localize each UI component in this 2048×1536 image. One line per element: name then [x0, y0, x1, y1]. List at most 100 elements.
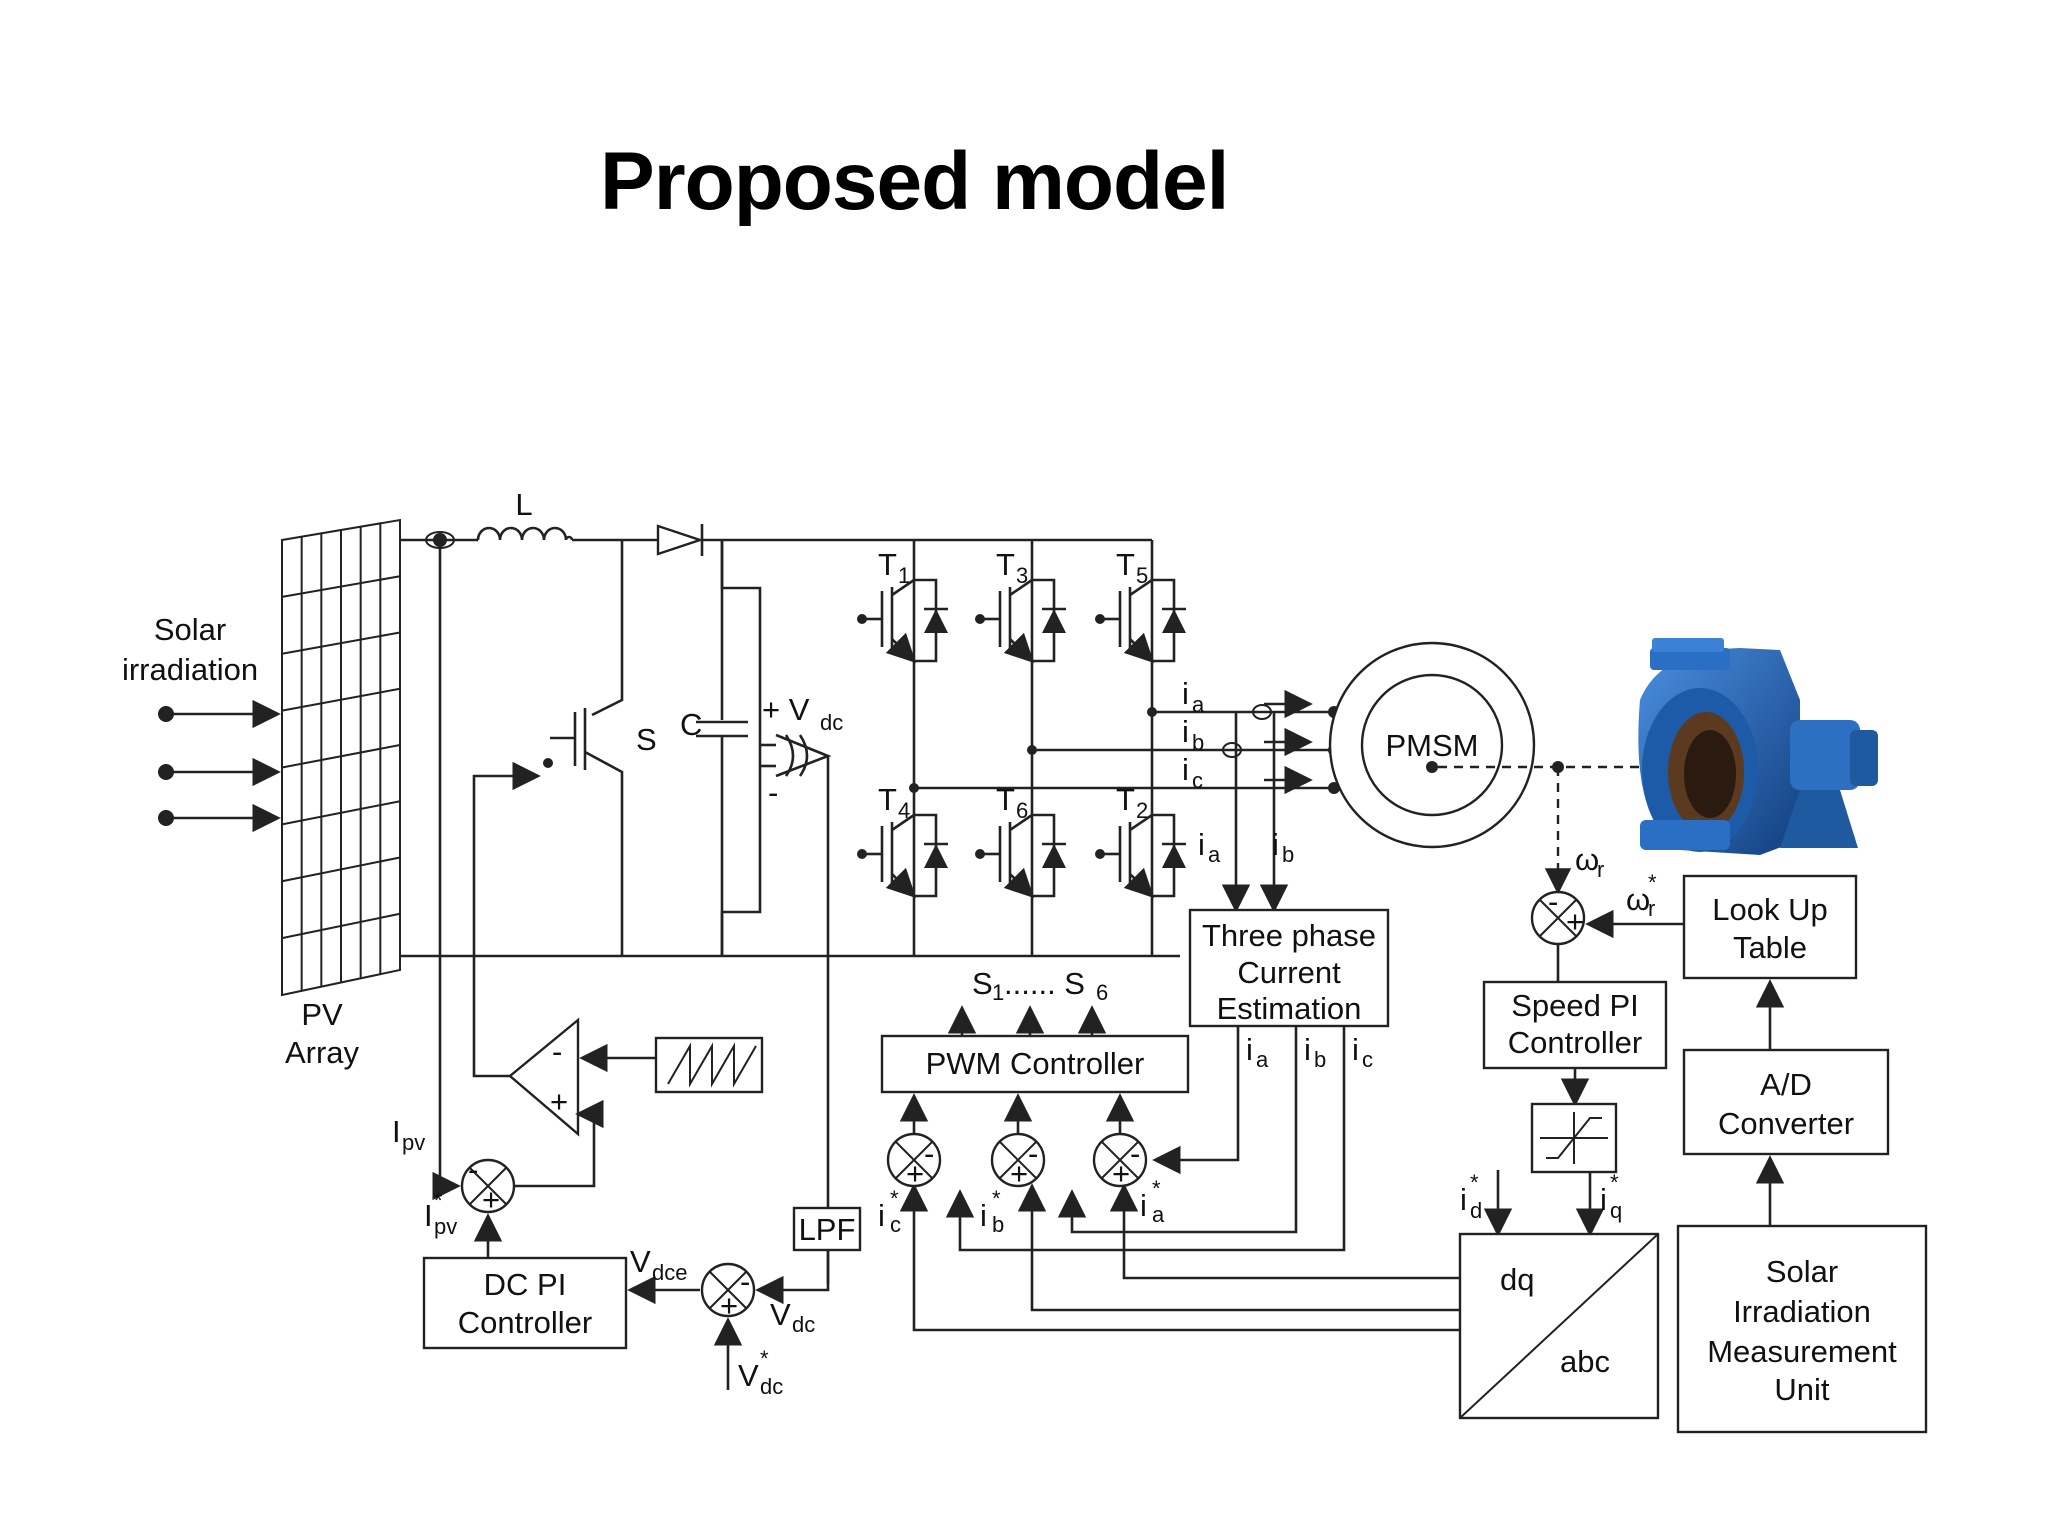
svg-text:c: c	[1192, 768, 1203, 793]
svg-text:*: *	[1152, 1176, 1161, 1201]
ib-ref-label: i	[980, 1198, 987, 1233]
vdc-sensor	[760, 733, 832, 1284]
look-up-table-block	[1682, 874, 1858, 980]
vdce-label: V	[630, 1244, 651, 1279]
svg-text:Three phase: Three phase	[1202, 918, 1376, 953]
shaft-and-speed	[1438, 761, 1660, 895]
svg-text:i: i	[1246, 1032, 1253, 1067]
igbt-switch	[1095, 813, 1186, 899]
dq-abc-transform-block	[1458, 1232, 1660, 1420]
slide-title: Proposed model	[600, 136, 1229, 227]
svg-text:a: a	[1152, 1202, 1165, 1227]
svg-text:A/D: A/D	[1760, 1067, 1812, 1102]
estimated-current-outputs	[945, 1026, 1346, 1252]
gate-drive-wire	[472, 761, 541, 1078]
boost-diode	[656, 524, 722, 556]
omega-ref-label: ω	[1626, 882, 1650, 917]
svg-text:-: -	[552, 1034, 562, 1069]
svg-text:-: -	[1548, 884, 1558, 919]
svg-text:c: c	[890, 1212, 901, 1237]
ipv-feedback-wire	[432, 540, 461, 1201]
vdc-ref-label: V	[738, 1358, 759, 1393]
svg-text:Solar: Solar	[1766, 1254, 1838, 1289]
speed-pi-controller-block	[1482, 980, 1668, 1070]
svg-text:dq: dq	[1500, 1262, 1534, 1297]
vdc-minus-label: -	[768, 775, 778, 810]
svg-text:+: +	[482, 1182, 500, 1217]
ipv-ref-label: I	[424, 1198, 433, 1233]
pmsm-motor	[1328, 641, 1536, 849]
iq-ref-label: i	[1600, 1182, 1607, 1217]
lpf-block	[792, 1206, 862, 1252]
three-phase-current-estimation-block	[1188, 908, 1390, 1028]
igbt-switch	[857, 578, 948, 664]
svg-text:pv: pv	[434, 1214, 457, 1239]
ic-ref-label: i	[878, 1198, 885, 1233]
svg-text:4: 4	[898, 798, 910, 823]
pv-array-label-1: PV	[301, 997, 343, 1032]
omega-label: ω	[1575, 842, 1599, 877]
svg-text:-: -	[468, 1152, 478, 1187]
svg-text:+: +	[1010, 1156, 1028, 1191]
ia-ref-label: i	[1140, 1188, 1147, 1223]
svg-text:i: i	[1304, 1032, 1311, 1067]
svg-text:pv: pv	[402, 1130, 425, 1155]
solar-measurement-unit-block	[1676, 1224, 1928, 1434]
irradiation-arrows	[158, 699, 281, 833]
svg-text:Converter: Converter	[1718, 1106, 1854, 1141]
svg-text:...... S: ...... S	[1004, 966, 1085, 1001]
svg-text:r: r	[1648, 896, 1655, 921]
svg-text:2: 2	[1136, 798, 1148, 823]
svg-text:Measurement: Measurement	[1707, 1334, 1897, 1369]
comparator	[508, 1017, 580, 1137]
id-ref-label: i	[1460, 1182, 1467, 1217]
pv-current-sum-junction	[460, 1158, 516, 1214]
svg-text:a: a	[1192, 692, 1205, 717]
svg-text:*: *	[434, 1188, 443, 1213]
svg-text:abc: abc	[1560, 1344, 1610, 1379]
current-error-wire	[514, 1099, 604, 1188]
svg-text:*: *	[1648, 870, 1657, 895]
pwm-inputs	[899, 1093, 1135, 1134]
svg-text:*: *	[1610, 1170, 1619, 1195]
svg-text:a: a	[1256, 1047, 1269, 1072]
igbt-label: T	[878, 782, 897, 817]
sawtooth-generator	[654, 1036, 764, 1094]
svg-text:b: b	[1282, 842, 1294, 867]
pv-array	[281, 518, 401, 997]
ia-sense-label: i	[1198, 827, 1205, 862]
svg-text:+: +	[550, 1084, 568, 1119]
svg-text:i: i	[1352, 1032, 1359, 1067]
svg-text:b: b	[992, 1212, 1004, 1237]
svg-text:q: q	[1610, 1198, 1622, 1223]
dc-bus-wires	[400, 531, 1180, 958]
svg-text:Controller: Controller	[458, 1305, 592, 1340]
svg-text:dce: dce	[652, 1260, 687, 1285]
dc-link-capacitor	[696, 540, 762, 956]
svg-text:Unit: Unit	[1774, 1372, 1830, 1407]
igbt-label: T	[996, 782, 1015, 817]
svg-text:Table: Table	[1733, 930, 1807, 965]
motor-input-arrows	[1221, 689, 1340, 913]
solar-irradiation-label-1: Solar	[154, 612, 226, 647]
phase-label-a: i	[1182, 676, 1189, 711]
vdc-plus-label: + V	[762, 692, 810, 727]
pump-image	[1638, 638, 1878, 855]
pwm-outputs	[947, 1005, 1107, 1036]
igbt-label: T	[1116, 782, 1135, 817]
phase-label-c: i	[1182, 752, 1189, 787]
svg-text:*: *	[760, 1346, 769, 1371]
ad-converter-block	[1682, 1048, 1890, 1156]
svg-text:6: 6	[1016, 798, 1028, 823]
vdc-meas-label: V	[770, 1297, 791, 1332]
svg-text:b: b	[1192, 730, 1204, 755]
svg-text:5: 5	[1136, 563, 1148, 588]
phase-label-b: i	[1182, 714, 1189, 749]
svg-text:Irradiation: Irradiation	[1733, 1294, 1871, 1329]
inductor-symbol	[476, 526, 574, 541]
svg-text:6: 6	[1096, 980, 1108, 1005]
svg-text:LPF: LPF	[799, 1212, 856, 1247]
igbt-switch	[975, 578, 1066, 664]
svg-text:-: -	[740, 1264, 750, 1299]
capacitor-label: C	[680, 707, 702, 742]
